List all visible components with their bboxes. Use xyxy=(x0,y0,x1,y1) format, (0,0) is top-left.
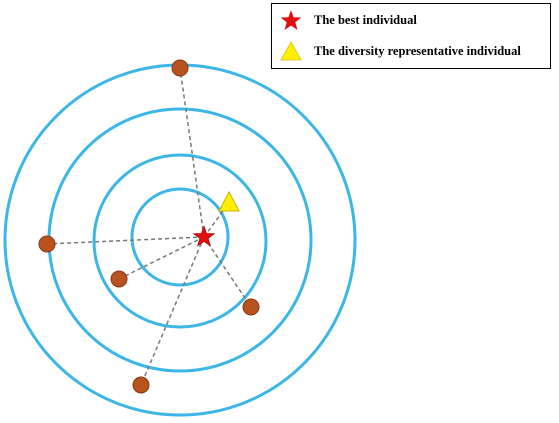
individual-top xyxy=(171,59,189,77)
link-top xyxy=(179,67,205,238)
red-star-icon xyxy=(280,10,302,30)
ring-2 xyxy=(92,153,268,329)
individuals xyxy=(38,59,260,394)
rings xyxy=(3,63,357,417)
ring-1 xyxy=(130,187,230,287)
individual-inner-left xyxy=(110,270,128,288)
ring-3 xyxy=(47,107,313,373)
link-bottom xyxy=(140,236,205,386)
yellow-triangle-icon xyxy=(280,41,302,61)
legend: The best individual The diversity repres… xyxy=(271,3,551,69)
individual-right xyxy=(242,298,260,316)
legend-item-best: The best individual xyxy=(272,9,417,31)
best-individual-star-icon xyxy=(192,225,216,247)
legend-label-best: The best individual xyxy=(314,12,417,27)
individual-left xyxy=(38,235,56,253)
ring-4 xyxy=(3,63,357,417)
diversity-representative-triangle-icon xyxy=(218,190,240,212)
legend-label-diversity: The diversity representative individual xyxy=(314,43,521,58)
link-inner-left xyxy=(118,236,205,280)
link-right xyxy=(203,236,252,308)
individual-bottom xyxy=(132,376,150,394)
link-left xyxy=(46,236,205,245)
legend-item-diversity: The diversity representative individual xyxy=(272,40,521,62)
